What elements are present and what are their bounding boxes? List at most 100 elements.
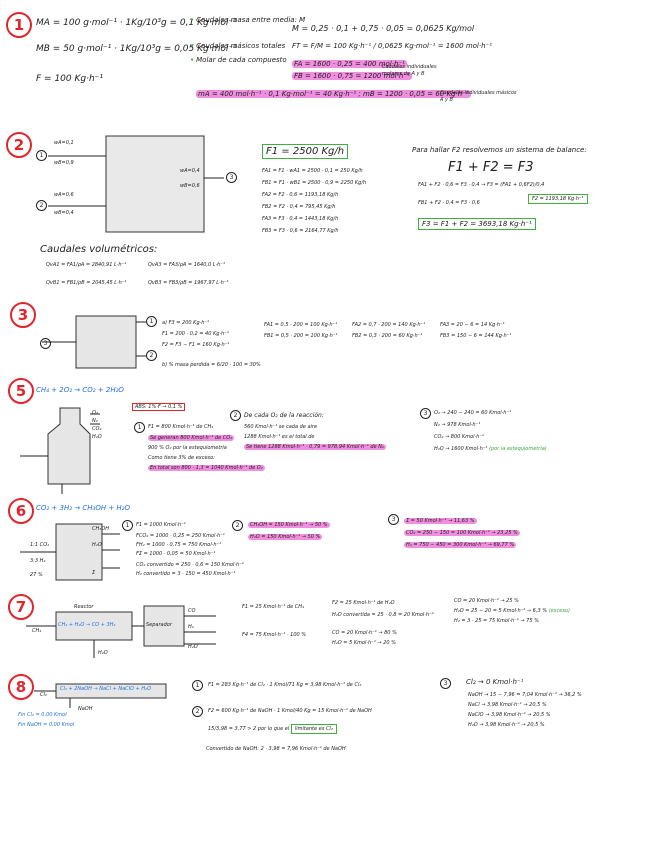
molar-flows-note: Caudales individuales molares de A y B: [382, 64, 437, 77]
s8-conv: Convertido de NaOH: 2 · 3,98 = 7,96 Kmol…: [206, 746, 346, 752]
s5-p3-line: CO₂ → 800 Kmol·h⁻¹: [434, 434, 484, 440]
s6-line: CH₃OH = 150 Kmol·h⁻¹ → 50 %: [248, 522, 330, 528]
molar-mass-a: MA = 100 g·mol⁻¹ · 1Kg/10³g = 0,1 Kg·mol…: [36, 18, 237, 28]
s5-p3-line: H₂O → 1600 Kmol·h⁻¹ (por la estequiometr…: [434, 446, 547, 452]
separator-box: [143, 605, 185, 647]
s5-p1-line: Como tiene 3% de exceso:: [148, 455, 215, 461]
s6-line: F1 = 1000 Kmol·h⁻¹: [136, 522, 186, 528]
s7-line: CO = 20 Kmol·h⁻¹ → 80 %: [332, 630, 397, 636]
s8-p2: F2 = 600 Kg·h⁻¹ de NaOH · 1 Kmol/40 Kg =…: [208, 708, 372, 714]
s5-red-boxed: ABS: 1%·F → 0,1 %: [132, 403, 186, 411]
s6-line: FCO₂ = 1000 · 0,25 = 250 Kmol·h⁻¹: [136, 533, 225, 539]
s5-p1-line: Se generan 800 Kmol·h⁻¹ de CO₂: [148, 435, 235, 441]
splitter-in-label: 3: [40, 338, 51, 349]
s5-p3-block: O₂ → 240 − 240 = 60 Kmol·h⁻¹ N₂ → 978 Km…: [434, 410, 547, 453]
s7-calc-4: F4 = 75 Kmol·h⁻¹ · 100 %: [242, 632, 307, 638]
s7-out-co: CO: [188, 608, 196, 614]
stream-2-label: 2: [36, 200, 47, 211]
s6-p1-block: F1 = 1000 Kmol·h⁻¹ FCO₂ = 1000 · 0,25 = …: [136, 522, 244, 578]
s8-p3-block: NaOH → 15 − 7,96 = 7,04 Kmol·h⁻¹ → 36,2 …: [468, 692, 582, 729]
s7-in-label: CH₄: [32, 628, 42, 634]
s3-col-2: FA1 = 0,5 · 200 = 100 Kg·h⁻¹ FB1 = 0,5 ·…: [264, 322, 337, 340]
note-3: Molar de cada compuesto: [190, 56, 287, 65]
s6-p1-num: 1: [122, 520, 133, 531]
s7-calc-3: CO = 20 Kmol·h⁻¹ → 25 % H₂O = 25 − 20 = …: [454, 598, 570, 625]
methanol-reactor-box: [55, 523, 103, 581]
section-number-8: 8: [8, 674, 34, 700]
s6-out-label-3: Σ: [92, 570, 96, 576]
mean-molar-mass-eq: M = 0,25 · 0,1 + 0,75 · 0,05 = 0,0625 Kg…: [292, 24, 475, 33]
s3-line: a) F3 = 200 Kg·h⁻¹: [162, 320, 210, 326]
s5-p3-num: 3: [420, 408, 431, 419]
section-number-7: 7: [8, 594, 34, 620]
splitter-box: [75, 315, 137, 369]
s6-out-label-1: CH₃OH: [92, 526, 109, 532]
section2-calcs: FA1 = F1 · wA1 = 2500 · 0,1 = 250 Kg/h F…: [262, 168, 366, 235]
stream-1-label: 1: [36, 150, 47, 161]
system-eq-1: FA1 + F2 · 0,6 = F3 · 0,4 → F3 = (FA1 + …: [418, 182, 545, 188]
s6-in-label-3: 27 %: [30, 572, 43, 578]
s7-line: H₂ = 3 · 25 = 75 Kmol·h⁻¹ → 75 %: [454, 618, 539, 624]
s5-p3-line: O₂ → 240 − 240 = 60 Kmol·h⁻¹: [434, 410, 512, 416]
s3-col-3: FA2 = 0,7 · 200 = 140 Kg·h⁻¹ FB2 = 0,3 ·…: [352, 322, 425, 340]
s6-in-label-1: 1:1 CO₂: [30, 542, 50, 548]
s8-p1: F1 = 283 Kg·h⁻¹ de Cl₂ · 1 Kmol/71 Kg = …: [208, 682, 362, 688]
s6-line: Σ = 50 Kmol·h⁻¹ → 11,63 %: [404, 518, 477, 524]
reactor-separator-diagram: [26, 605, 216, 658]
flow-a-molar: FA = 1600 · 0,25 = 400 mol·h⁻¹: [292, 60, 407, 69]
inlet-2-wb: wB=0,4: [54, 210, 74, 216]
splitter-out2-label: 2: [146, 350, 157, 361]
vol-a1: QvA1 = FA1/ρA = 2840,91 L·h⁻¹: [46, 262, 127, 268]
mass-flows-note: Caudales individuales másicos A y B: [440, 90, 517, 103]
s7-calc-2b: H₂O convertida = 25 · 0,8 = 20 Kmol·h⁻¹: [332, 612, 434, 618]
note-2: Caudales másicos totales: [190, 42, 285, 51]
s3-line: FA1 = 0,5 · 200 = 100 Kg·h⁻¹: [264, 322, 338, 328]
s8-blue-1: Fin Cl₂ = 0,00 Kmol: [18, 712, 67, 718]
s6-line: FΣ = 1000 · 0,05 = 50 Kmol·h⁻¹: [136, 551, 216, 557]
s7-out-h2o: H₂O: [188, 644, 198, 650]
s6-line: H₂ convertido = 3 · 150 = 450 Kmol·h⁻¹: [136, 571, 236, 577]
s7-reaction: CH₄ + H₂O → CO + 3H₂: [58, 622, 116, 628]
s3-line: FB1 = 0,5 · 200 = 100 Kg·h⁻¹: [264, 333, 338, 339]
s8-p2-num: 2: [192, 706, 203, 717]
combustor-out-o2: O₂: [92, 410, 98, 416]
limiting-reagent-box: limitante es Cl₂: [290, 724, 337, 734]
s8-line: H₂O → 3,98 Kmol·h⁻¹ → 20,5 %: [468, 722, 545, 728]
vol-b1: QvB1 = FB1/ρB = 2045,45 L·h⁻¹: [46, 280, 127, 286]
vol-b3: QvB3 = FB3/ρB = 1967,97 L·h⁻¹: [148, 280, 229, 286]
s3-col-4: FA3 = 20 − 6 = 14 Kg·h⁻¹ FB3 = 150 − 6 =…: [440, 322, 511, 340]
s8-p3-num: 3: [440, 678, 451, 689]
s6-reaction: CO₂ + 3H₂ → CH₃OH + H₂O: [36, 504, 130, 512]
s7-calc-2a: F2 = 25 Kmol·h⁻¹ de H₂O: [332, 600, 395, 606]
s5-reaction: CH₄ + 2O₂ → CO₂ + 2H₂O: [36, 386, 124, 394]
s5-p3-note: (por la estequiometría): [488, 446, 547, 452]
f2-boxed-value: F2 = 1193,18 Kg·h⁻¹: [528, 194, 588, 204]
s8-stream-cl2: Cl₂: [40, 692, 47, 698]
s6-line: H₂O = 150 Kmol·h⁻¹ → 50 %: [248, 534, 323, 540]
outlet-wb: wB=0,6: [180, 183, 200, 189]
s5-p2-line: 1288 Kmol·h⁻¹ es el total de: [244, 434, 315, 440]
s5-p1-line: F1 = 800 Kmol·h⁻¹ de CH₄: [148, 424, 214, 430]
system-eq-2: FB1 + F2 · 0,4 = F3 · 0,6: [418, 200, 480, 206]
calc-line: FA2 = F2 · 0,6 = 1193,18 Kg/h: [262, 192, 339, 198]
f2-result: F2 = 1193,18 Kg·h⁻¹: [528, 194, 588, 204]
volumetric-title: Caudales volumétricos:: [40, 244, 158, 255]
combustor-shape: [47, 407, 91, 485]
calc-line: FA1 = F1 · wA1 = 2500 · 0,1 = 250 Kg/h: [262, 168, 363, 174]
s3-col-1: a) F3 = 200 Kg·h⁻¹ F1 = 200 · 0,2 = 40 K…: [162, 320, 229, 349]
s6-line: CO₂ = 250 − 150 = 100 Kmol·h⁻¹ → 23,25 %: [404, 530, 520, 536]
s8-p3-head: Cl₂ → 0 Kmol·h⁻¹: [466, 678, 524, 686]
s5-p2-line: De cada O₂ de la reacción:: [244, 412, 324, 419]
flow-b-molar: FB = 1600 · 0,75 = 1200 mol·h⁻¹: [292, 72, 412, 81]
s6-p2-block: CH₃OH = 150 Kmol·h⁻¹ → 50 % H₂O = 150 Km…: [248, 522, 330, 541]
s6-out-label-2: H₂O: [92, 542, 102, 548]
s7-out-h2: H₂: [188, 624, 194, 630]
splitter-diagram: [42, 315, 146, 369]
s3-line: FB2 = 0,3 · 200 = 60 Kg·h⁻¹: [352, 333, 423, 339]
s8-reaction: Cl₂ + 2NaOH → NaCl + NaClO + H₂O: [60, 686, 152, 692]
mixer-box: [105, 135, 205, 233]
s8-blue-2: Fin NaOH = 0,00 Kmol: [18, 722, 75, 728]
section-number-1: 1: [6, 12, 32, 38]
flow-a-highlight: FA = 1600 · 0,25 = 400 mol·h⁻¹: [292, 60, 407, 68]
combustion-diagram: [20, 407, 100, 494]
